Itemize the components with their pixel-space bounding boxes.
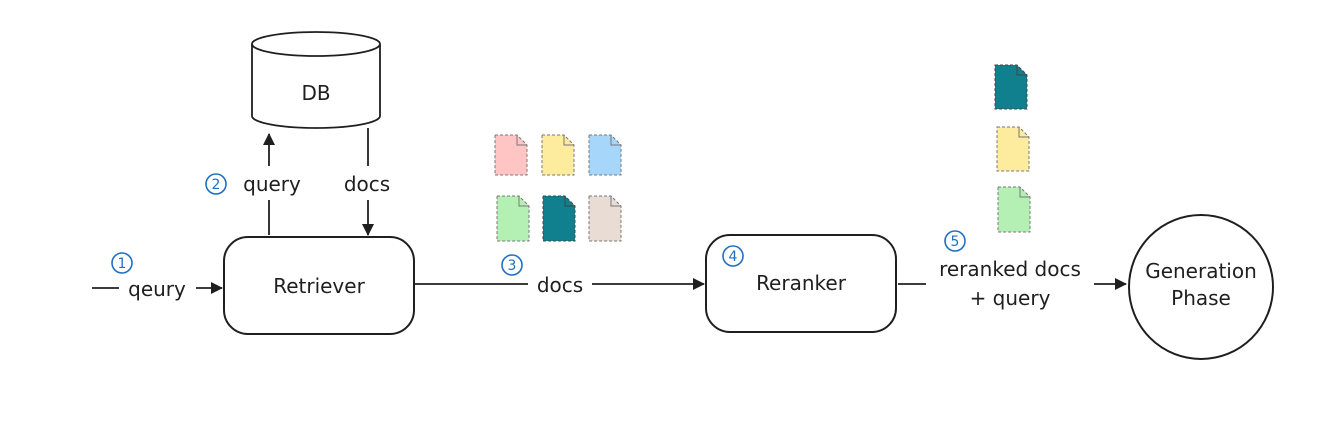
doc-icon [997,186,1031,233]
step-number-3: 3 [508,258,517,274]
db-node: DB [251,31,381,129]
edge-db-to-retriever: docs [344,128,390,236]
doc-icon [996,126,1030,172]
db-query-label: query [243,172,301,196]
doc-icon [542,195,576,242]
step-badge-3: 3 [501,254,523,276]
edge-input-query: qeury [92,277,223,301]
input-query-label: qeury [128,277,186,301]
reranked-docs-group [994,64,1031,233]
doc-icon [588,195,622,242]
doc-icon [541,134,575,176]
edge-retriever-to-db: query [243,133,301,235]
edge-reranker-to-generation: reranked docs + query [898,257,1127,310]
reranked-label-line1: reranked docs [939,257,1081,281]
reranker-label: Reranker [756,271,847,295]
step-number-1: 1 [118,256,127,272]
doc-icon [588,134,622,176]
generation-label-line2: Phase [1171,286,1231,310]
step-number-2: 2 [212,177,221,193]
step-number-4: 4 [729,249,738,265]
retrieved-docs-group [494,134,622,242]
reranker-node: Reranker [705,234,897,333]
db-label: DB [301,81,330,105]
db-docs-label: docs [344,172,390,196]
step-badge-2: 2 [205,173,227,195]
reranked-label-line2: + query [970,286,1051,310]
doc-icon [994,64,1028,110]
generation-label-line1: Generation [1145,259,1257,283]
retriever-docs-label: docs [537,273,583,297]
retriever-node: Retriever [223,236,415,335]
edge-retriever-to-reranker: docs [414,273,705,297]
retriever-label: Retriever [273,274,365,298]
doc-icon [494,134,528,176]
step-badge-5: 5 [944,230,966,252]
step-badge-1: 1 [111,252,133,274]
generation-phase-node: Generation Phase [1128,214,1274,360]
step-number-5: 5 [951,234,960,250]
step-badge-4: 4 [722,245,744,267]
doc-icon [496,195,530,242]
